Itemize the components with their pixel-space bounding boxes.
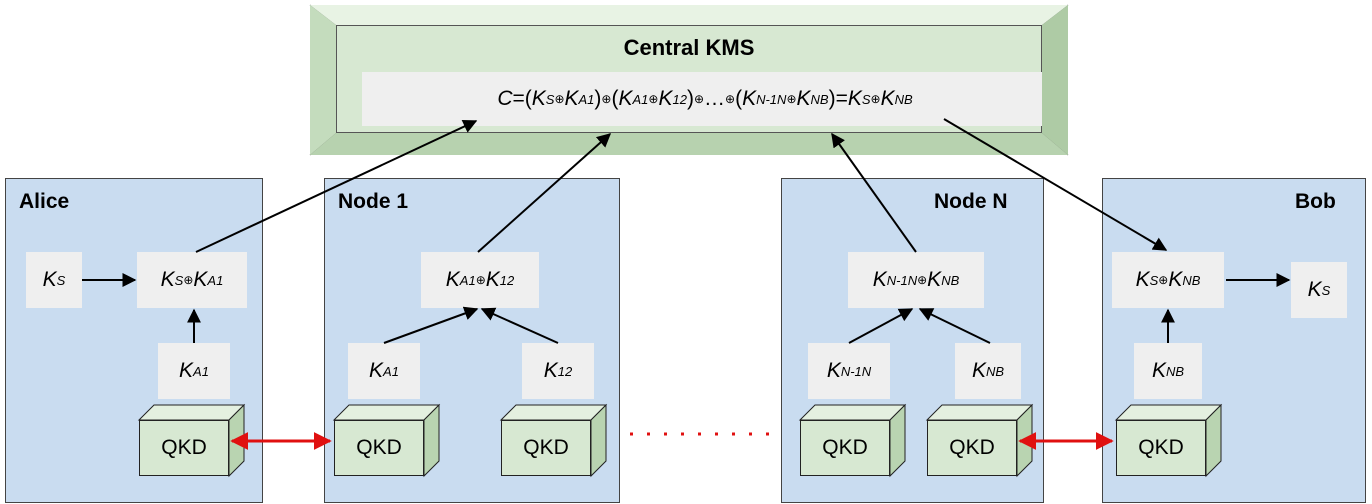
arrow-node1-k12 [480, 307, 559, 344]
central-kms-title: Central KMS [623, 35, 755, 60]
arrow-nodeN-knb [918, 308, 991, 344]
arrow-node1-to-kms [477, 133, 612, 253]
qkd-alice: QKD [139, 420, 229, 476]
arrow-kms-to-bob [943, 118, 1168, 251]
nodeN-title: Node N [934, 190, 1008, 213]
node1-title: Node 1 [338, 190, 409, 213]
arrow-node1-ka1 [383, 306, 479, 344]
kms-bevel [309, 4, 1069, 156]
qkd-nodeN-left: QKD [800, 420, 890, 476]
qkd-3d-faces [137, 403, 1223, 478]
arrow-alice-to-kms [195, 119, 478, 253]
alice-title: Alice [19, 190, 70, 213]
qkd-bob: QKD [1116, 420, 1206, 476]
arrow-nodeN-kn1n [848, 308, 914, 344]
arrow-nodeN-to-kms [831, 132, 917, 253]
bob-title: Bob [1295, 190, 1336, 213]
qkd-node1-right: QKD [501, 420, 591, 476]
qkd-node1-left: QKD [334, 420, 424, 476]
qkd-nodeN-right: QKD [927, 420, 1017, 476]
